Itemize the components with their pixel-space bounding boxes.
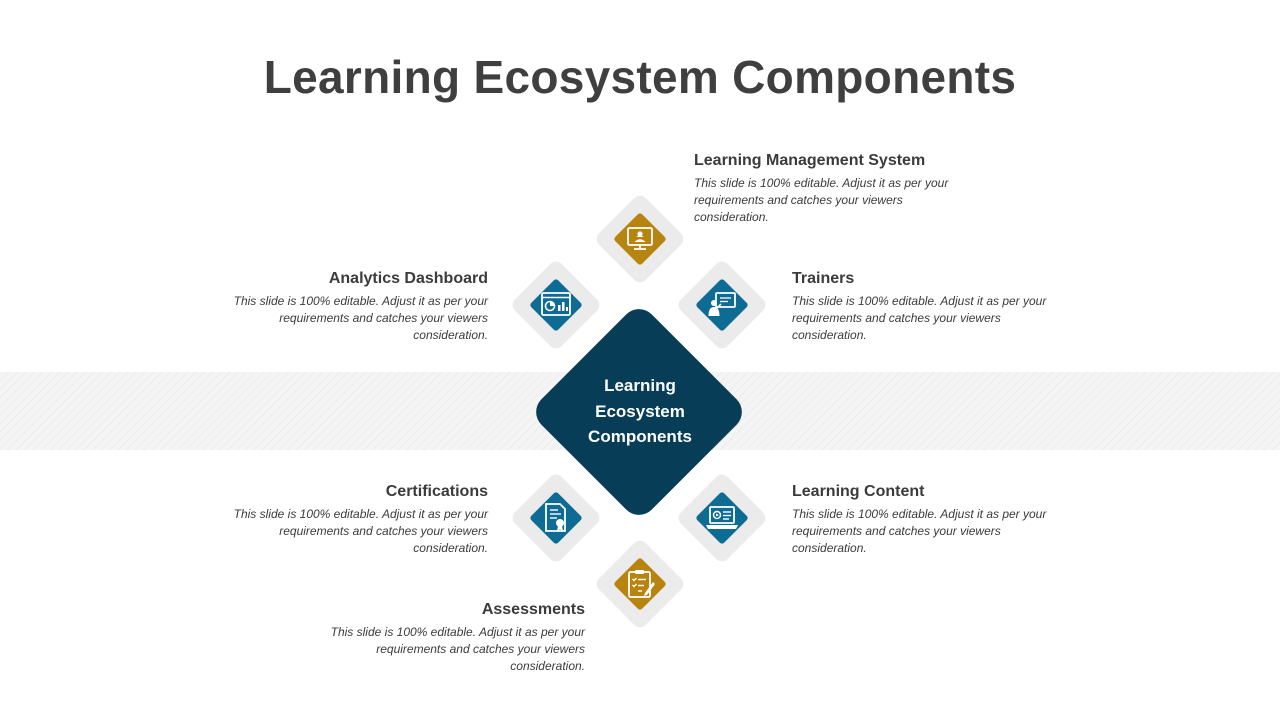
description-line: This slide is 100% editable. Adjust it a… (792, 507, 1047, 521)
certifications-title: Certifications (385, 483, 488, 500)
assessments-diamond[interactable] (593, 537, 687, 631)
analytics-title: Analytics Dashboard (328, 270, 488, 287)
description-line: requirements and catches your viewers (279, 311, 488, 325)
description-line: requirements and catches your viewers (694, 193, 903, 207)
description-line: requirements and catches your viewers (279, 524, 488, 538)
description-line: requirements and catches your viewers (376, 642, 585, 656)
certificate-icon (545, 503, 566, 532)
lms-diamond[interactable] (593, 192, 687, 286)
certifications-diamond[interactable] (509, 471, 603, 565)
certifications-description: This slide is 100% editable. Adjust it a… (218, 506, 488, 557)
analytics-diamond[interactable] (509, 258, 603, 352)
learning-content-description: This slide is 100% editable. Adjust it a… (792, 506, 1062, 557)
trainers-label: Trainers This slide is 100% editable. Ad… (792, 269, 1062, 344)
description-line: consideration. (510, 659, 585, 673)
trainers-description: This slide is 100% editable. Adjust it a… (792, 293, 1062, 344)
analytics-label: Analytics Dashboard This slide is 100% e… (218, 269, 488, 344)
description-line: This slide is 100% editable. Adjust it a… (694, 176, 949, 190)
slide-title[interactable]: Learning Ecosystem Components (263, 51, 1017, 103)
assessments-description: This slide is 100% editable. Adjust it a… (315, 624, 585, 675)
trainers-diamond[interactable] (675, 258, 769, 352)
description-line: This slide is 100% editable. Adjust it a… (792, 294, 1047, 308)
center-label: Learning Ecosystem Components (560, 373, 720, 450)
assessments-label: Assessments This slide is 100% editable.… (315, 600, 585, 675)
learning-content-label: Learning Content This slide is 100% edit… (792, 482, 1062, 557)
trainers-title: Trainers (792, 270, 855, 287)
trainer-board-icon (708, 292, 736, 316)
analytics-chart-icon (541, 292, 571, 316)
center-label-line: Learning (604, 376, 676, 395)
description-line: requirements and catches your viewers (792, 524, 1001, 538)
description-line: This slide is 100% editable. Adjust it a… (233, 294, 488, 308)
description-line: This slide is 100% editable. Adjust it a… (233, 507, 488, 521)
learning-content-diamond[interactable] (675, 471, 769, 565)
description-line: consideration. (413, 328, 488, 342)
certifications-label: Certifications This slide is 100% editab… (218, 482, 488, 557)
description-line: consideration. (694, 210, 769, 224)
assessments-title: Assessments (481, 601, 585, 618)
center-label-line: Ecosystem (595, 401, 685, 421)
presenter-screen-icon (627, 227, 653, 250)
description-line: This slide is 100% editable. Adjust it a… (330, 625, 585, 639)
description-line: consideration. (792, 541, 867, 555)
clipboard-checklist-icon (628, 570, 655, 598)
description-line: consideration. (413, 541, 488, 555)
laptop-content-icon (706, 506, 738, 529)
learning-content-title: Learning Content (792, 483, 925, 500)
analytics-description: This slide is 100% editable. Adjust it a… (218, 293, 488, 344)
lms-title: Learning Management System (694, 152, 926, 169)
description-line: consideration. (792, 328, 867, 342)
description-line: requirements and catches your viewers (792, 311, 1001, 325)
lms-description: This slide is 100% editable. Adjust it a… (694, 175, 964, 226)
center-label-line: Components (588, 427, 692, 446)
lms-label: Learning Management System This slide is… (694, 151, 964, 226)
